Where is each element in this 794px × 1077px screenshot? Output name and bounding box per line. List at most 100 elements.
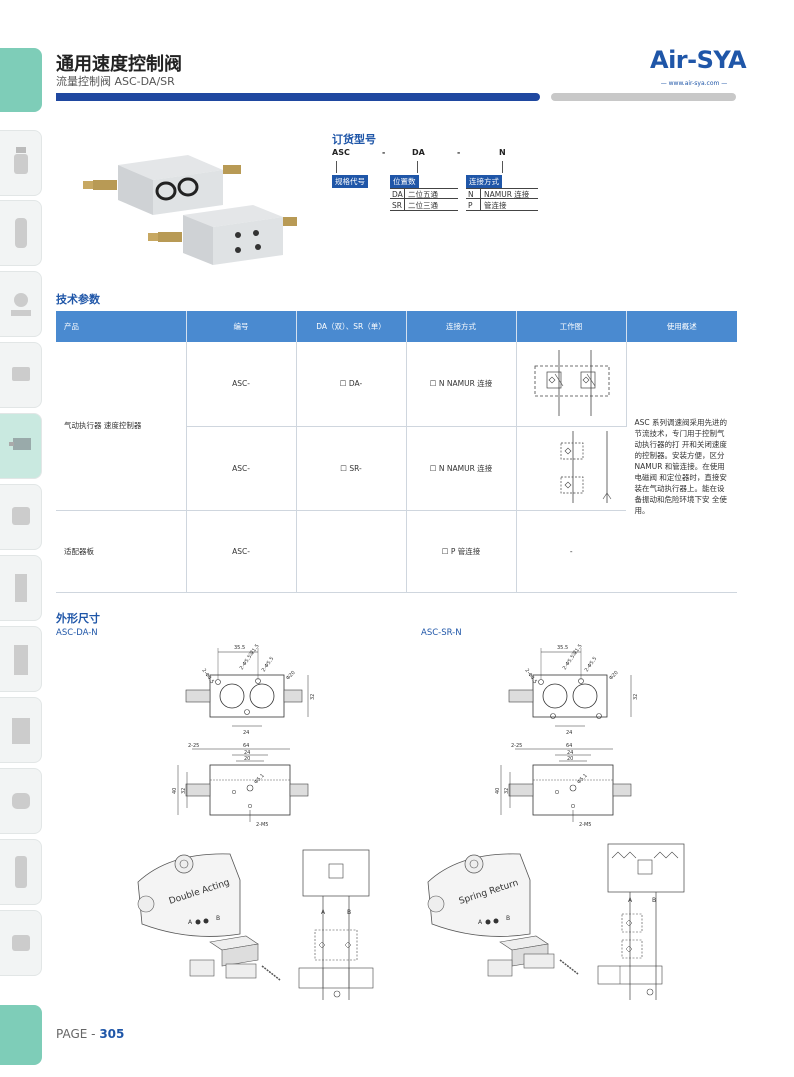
rail-tab-lubricator[interactable] bbox=[0, 200, 42, 266]
da-assembly-illustration: Double Acting A B bbox=[137, 853, 281, 981]
code-tick bbox=[336, 161, 337, 173]
product-photo bbox=[83, 155, 297, 265]
port-b-label: B bbox=[347, 909, 351, 916]
code-position: DA bbox=[412, 148, 425, 157]
sr-circuit-symbol bbox=[560, 431, 612, 503]
rail-tab-coil[interactable] bbox=[0, 910, 42, 976]
dim-text: 32 bbox=[181, 788, 187, 794]
dim-text: 24 bbox=[567, 750, 573, 756]
manifold-icon bbox=[12, 718, 30, 744]
dim-text: 24 bbox=[566, 730, 572, 736]
brand-url: — www.air-sya.com — bbox=[660, 80, 728, 87]
sr-top-view: 35.5 2-Φ5.5深1.5 2-Φ5.5 2-Φ4.5 Φ20 32 24 bbox=[508, 643, 639, 736]
port-a-label: A bbox=[628, 897, 633, 904]
page-subtitle: 流量控制阀 ASC-DA/SR bbox=[56, 75, 175, 88]
dim-text: Φ5.1 bbox=[253, 773, 266, 786]
sr-side-view: 2-25 64 24 20 40 32 Φ5.1 2-M5 bbox=[495, 743, 632, 828]
page-title: 通用速度控制阀 bbox=[56, 54, 182, 75]
cell-connection: ☐ N NAMUR 连接 bbox=[406, 342, 517, 427]
dim-text: 64 bbox=[243, 743, 249, 749]
dim-text: 24 bbox=[244, 750, 250, 756]
port-a-label: A bbox=[188, 919, 193, 926]
rail-bottom-tab bbox=[0, 1005, 42, 1065]
brand-logo: Air-SYA bbox=[650, 46, 747, 74]
dim-text: 35.5 bbox=[234, 645, 245, 651]
cylinder-icon bbox=[14, 645, 28, 675]
code-sep-1: - bbox=[382, 148, 386, 157]
port-a-label: A bbox=[478, 919, 483, 926]
rail-tab-manifold[interactable] bbox=[0, 697, 42, 763]
dim-text: 2-Φ4.5 bbox=[523, 668, 538, 685]
header-bar-blue bbox=[56, 93, 540, 101]
speed-valve-icon bbox=[9, 438, 31, 450]
rail-tab-fitting[interactable] bbox=[0, 342, 42, 408]
col-connection: 连接方式 bbox=[406, 311, 517, 342]
code-sep-2: - bbox=[457, 148, 461, 157]
dim-label-da: ASC-DA-N bbox=[56, 628, 98, 638]
cell-product: 气动执行器 速度控制器 bbox=[56, 342, 187, 511]
rail-tab-speed-valve[interactable] bbox=[0, 413, 42, 479]
port-a-label: A bbox=[321, 909, 326, 916]
silencer-icon bbox=[15, 856, 27, 888]
port-b-label: B bbox=[652, 897, 656, 904]
code-series: ASC bbox=[332, 148, 350, 157]
col-description: 使用概述 bbox=[626, 311, 737, 342]
spec-table: 产品 编号 DA（双）、SR（单） 连接方式 工作图 使用概述 气动执行器 速度… bbox=[56, 311, 737, 593]
table-row: ASC- ☐ SR- ☐ N NAMUR 连接 bbox=[56, 426, 737, 511]
table-row: 气动执行器 速度控制器 ASC- ☐ DA- ☐ N NAMUR 连接 ASC … bbox=[56, 342, 737, 593]
valve-icon bbox=[15, 574, 27, 602]
elbow-icon bbox=[12, 793, 30, 809]
rail-tab-cylinder[interactable] bbox=[0, 626, 42, 692]
rail-tab-filter[interactable] bbox=[0, 130, 42, 196]
cell-product: 适配器板 bbox=[56, 510, 187, 593]
dim-text: 32 bbox=[504, 788, 510, 794]
rail-tab-elbow[interactable] bbox=[0, 768, 42, 834]
rail-top-tab bbox=[0, 48, 42, 112]
dim-text: Φ20 bbox=[285, 670, 297, 682]
cell-connection: ☐ N NAMUR 连接 bbox=[406, 426, 517, 511]
rail-tab-valve[interactable] bbox=[0, 555, 42, 621]
cell-type bbox=[296, 510, 407, 593]
cell-connection: ☐ P 管连接 bbox=[406, 510, 517, 593]
sr-circuit-diagram: A B bbox=[597, 843, 685, 1000]
dim-text: 35.5 bbox=[557, 645, 568, 651]
rail-tab-solenoid[interactable] bbox=[0, 484, 42, 550]
specs-title: 技术参数 bbox=[56, 293, 100, 306]
dim-text: 24 bbox=[243, 730, 249, 736]
filter-icon bbox=[14, 147, 28, 174]
da-side-view: 2-25 64 24 20 40 32 Φ5.1 2-M5 bbox=[172, 743, 309, 828]
label-spec-code: 规格代号 bbox=[332, 175, 368, 188]
dim-text: 32 bbox=[633, 694, 639, 700]
sr-assembly-illustration: Spring Return A B bbox=[427, 853, 579, 977]
dim-text: 2-Φ5.5 bbox=[584, 656, 599, 673]
dim-text: 64 bbox=[566, 743, 572, 749]
code-connection: N bbox=[499, 148, 506, 157]
da-circuit-symbol bbox=[534, 349, 610, 416]
rail-tab-gauge[interactable] bbox=[0, 271, 42, 337]
port-b-label: B bbox=[506, 915, 510, 922]
cell-code: ASC- bbox=[186, 342, 297, 427]
dim-text: 2-25 bbox=[188, 743, 199, 749]
cell-code: ASC- bbox=[186, 426, 297, 511]
cell-type: ☐ SR- bbox=[296, 426, 407, 511]
dim-label-sr: ASC-SR-N bbox=[421, 628, 462, 638]
page-number: PAGE - 305 bbox=[56, 1027, 125, 1041]
rail-tab-silencer[interactable] bbox=[0, 839, 42, 905]
gauge-icon bbox=[11, 293, 31, 316]
cell-type: ☐ DA- bbox=[296, 342, 407, 427]
dim-text: 2-Φ5.5 bbox=[261, 656, 276, 673]
label-position: 位置数 bbox=[390, 175, 419, 188]
code-tick bbox=[502, 161, 503, 173]
col-diagram: 工作图 bbox=[516, 311, 627, 342]
cell-description: ASC 系列调速阀采用先进的节流技术，专门用于控制气动执行器的打 开和关闭速度的… bbox=[626, 342, 737, 593]
dim-text: Φ20 bbox=[608, 670, 620, 682]
dim-text: 40 bbox=[172, 788, 178, 794]
dim-text: Φ5.1 bbox=[576, 773, 589, 786]
cell-diagram bbox=[516, 426, 626, 511]
table-row: 适配器板 ASC- ☐ P 管连接 - bbox=[56, 510, 737, 593]
fitting-icon bbox=[12, 367, 30, 381]
